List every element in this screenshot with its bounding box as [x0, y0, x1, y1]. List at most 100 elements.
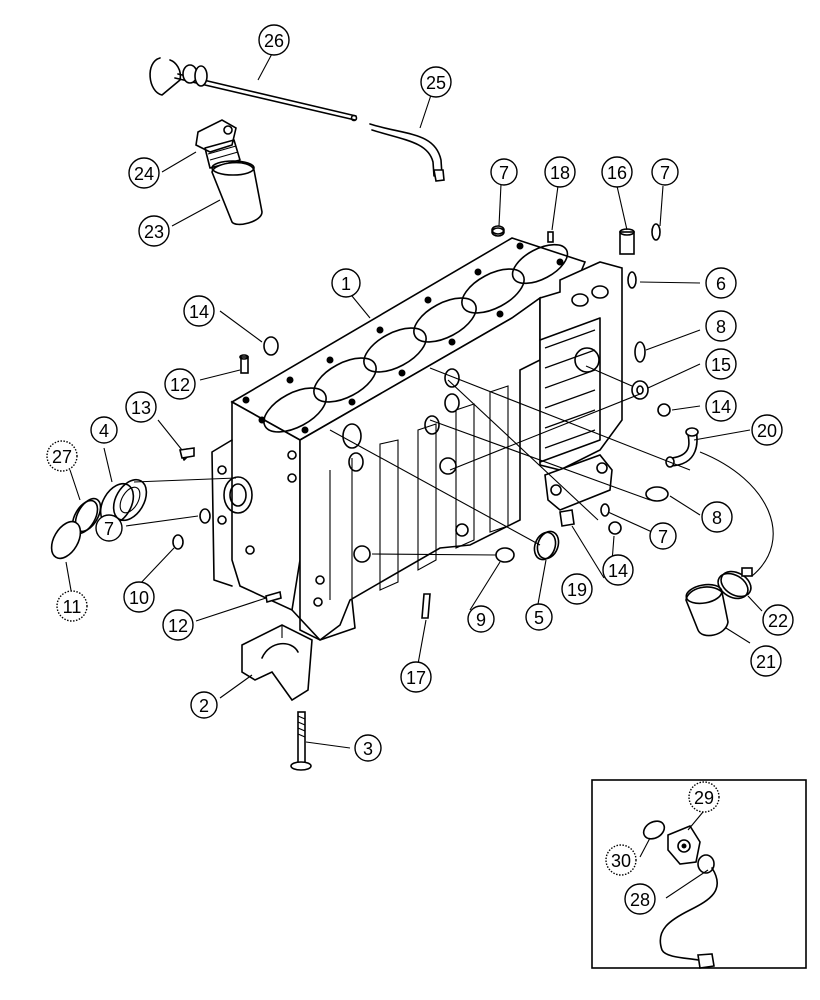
- svg-text:27: 27: [52, 447, 72, 467]
- callout-26[interactable]: 26: [258, 24, 290, 56]
- callout-25[interactable]: 25: [420, 66, 452, 98]
- clamp: [717, 567, 753, 600]
- plug-14-right: [657, 403, 671, 417]
- svg-text:13: 13: [131, 398, 151, 418]
- svg-text:18: 18: [550, 163, 570, 183]
- svg-text:17: 17: [406, 668, 426, 688]
- plug-7-bottom: [600, 503, 610, 517]
- svg-text:7: 7: [104, 519, 114, 539]
- sensor-harness: [659, 854, 718, 969]
- elbow-fitting: [665, 427, 699, 468]
- svg-text:6: 6: [716, 274, 726, 294]
- callout-20[interactable]: 20: [751, 414, 783, 446]
- callout-24[interactable]: 24: [128, 157, 160, 189]
- callout-3[interactable]: 3: [354, 734, 382, 762]
- plug-7-right: [651, 223, 661, 241]
- callout-7-right[interactable]: 7: [651, 158, 679, 186]
- callout-14-bottom[interactable]: 14: [602, 554, 634, 586]
- callout-18[interactable]: 18: [544, 156, 576, 188]
- callout-7-left[interactable]: 7: [95, 514, 123, 542]
- svg-text:29: 29: [694, 788, 714, 808]
- svg-text:24: 24: [134, 164, 154, 184]
- callout-21[interactable]: 21: [750, 645, 782, 677]
- callout-10[interactable]: 10: [123, 581, 155, 613]
- callout-17[interactable]: 17: [400, 661, 432, 693]
- svg-text:20: 20: [757, 421, 777, 441]
- plug-14-top: [263, 336, 279, 356]
- svg-text:8: 8: [716, 317, 726, 337]
- callouts: 26 25 24 23 7 18 16 7 6 1 8 14 15 12 14 …: [46, 24, 794, 915]
- svg-text:12: 12: [170, 375, 190, 395]
- callout-2[interactable]: 2: [190, 691, 218, 719]
- plug-8-top: [634, 341, 646, 363]
- main-bearing-bolt: [290, 711, 312, 771]
- svg-text:7: 7: [660, 163, 670, 183]
- svg-text:11: 11: [63, 597, 82, 617]
- svg-text:9: 9: [476, 610, 486, 630]
- callout-12-top[interactable]: 12: [164, 368, 196, 400]
- callout-9[interactable]: 9: [467, 605, 495, 633]
- svg-text:25: 25: [426, 73, 446, 93]
- callout-11[interactable]: 11: [56, 590, 88, 622]
- fitting-19: [559, 509, 575, 527]
- callout-4[interactable]: 4: [90, 416, 118, 444]
- svg-text:16: 16: [607, 163, 627, 183]
- callout-5[interactable]: 5: [525, 603, 553, 631]
- svg-text:19: 19: [567, 580, 587, 600]
- dowel-17: [421, 593, 431, 619]
- dipstick: [149, 57, 358, 122]
- svg-text:30: 30: [611, 851, 631, 871]
- dipstick-tube: [369, 123, 445, 182]
- callout-27[interactable]: 27: [46, 440, 78, 472]
- pipe-plug-16: [619, 228, 635, 255]
- leader-lines: [65, 49, 774, 899]
- inset-box: [591, 779, 807, 969]
- svg-text:5: 5: [534, 608, 544, 628]
- plug-9: [495, 547, 515, 563]
- cover-plug: [50, 520, 82, 560]
- svg-text:7: 7: [658, 527, 668, 547]
- svg-text:14: 14: [711, 397, 731, 417]
- dowel-pin-top: [239, 354, 249, 374]
- oil-filter: [211, 160, 263, 226]
- callout-7-top[interactable]: 7: [490, 158, 518, 186]
- callout-29[interactable]: 29: [688, 781, 720, 813]
- callout-6[interactable]: 6: [705, 267, 737, 299]
- svg-text:22: 22: [768, 611, 788, 631]
- callout-13[interactable]: 13: [125, 391, 157, 423]
- callout-19[interactable]: 19: [561, 573, 593, 605]
- callout-15[interactable]: 15: [705, 348, 737, 380]
- svg-text:8: 8: [712, 508, 722, 528]
- callout-23[interactable]: 23: [138, 215, 170, 247]
- svg-text:12: 12: [168, 616, 188, 636]
- cylinder-block: [211, 237, 623, 641]
- svg-text:2: 2: [199, 696, 209, 716]
- callout-1[interactable]: 1: [331, 268, 361, 298]
- svg-text:26: 26: [264, 31, 284, 51]
- plug-13: [179, 447, 195, 459]
- callout-28[interactable]: 28: [624, 883, 656, 915]
- seal-ring-5: [533, 530, 560, 561]
- callout-14-right[interactable]: 14: [705, 390, 737, 422]
- svg-text:7: 7: [499, 163, 509, 183]
- svg-text:23: 23: [144, 222, 164, 242]
- callout-16[interactable]: 16: [601, 156, 633, 188]
- svg-text:14: 14: [189, 302, 209, 322]
- callout-12-bottom[interactable]: 12: [162, 609, 194, 641]
- callout-8-bottom[interactable]: 8: [701, 501, 733, 533]
- plug-7-top: [491, 225, 505, 237]
- svg-text:3: 3: [363, 739, 373, 759]
- callout-8-top[interactable]: 8: [705, 310, 737, 342]
- plug-6: [627, 271, 637, 289]
- callout-22[interactable]: 22: [762, 604, 794, 636]
- callout-14-top[interactable]: 14: [183, 295, 215, 327]
- pin-18: [547, 231, 554, 243]
- thermostat-housing: [667, 825, 701, 865]
- seal-ring-30: [642, 820, 666, 840]
- svg-text:15: 15: [711, 355, 731, 375]
- callout-7-bottom[interactable]: 7: [649, 522, 677, 550]
- plug-8-bottom: [645, 486, 669, 502]
- callout-30[interactable]: 30: [605, 844, 637, 876]
- svg-text:28: 28: [630, 890, 650, 910]
